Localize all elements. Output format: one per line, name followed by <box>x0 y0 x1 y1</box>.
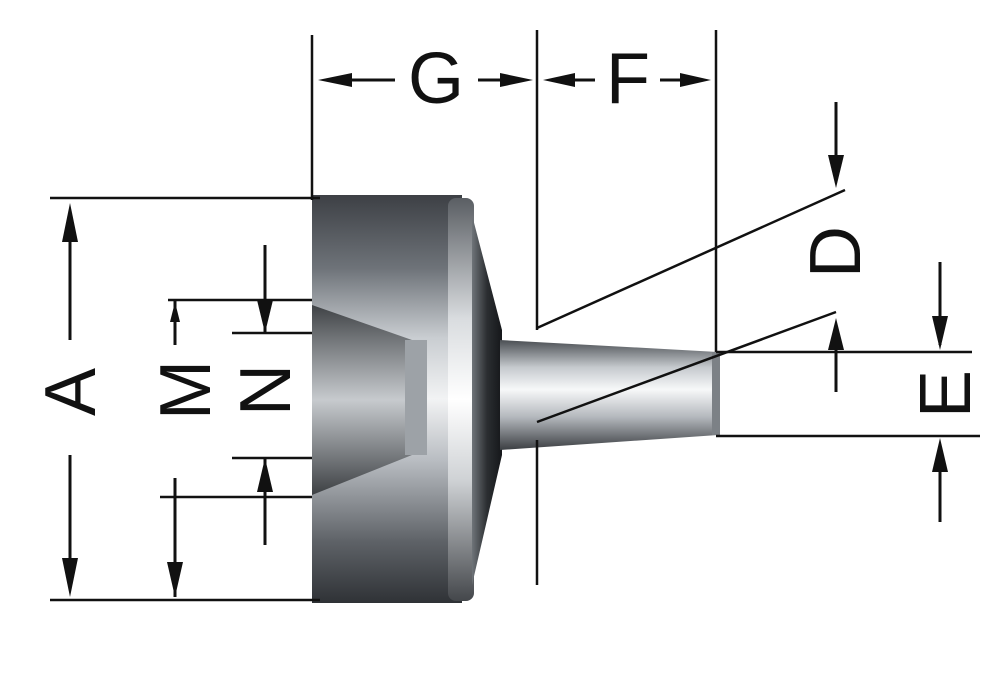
label-m: M <box>146 360 226 420</box>
flange-rim <box>448 198 474 601</box>
dim-n-arrow-top <box>257 300 273 333</box>
dim-d-arrow-top <box>828 155 844 188</box>
dimension-labels: A M N G F D E <box>31 39 986 420</box>
dim-m-arrow-bottom <box>167 562 183 597</box>
dimension-lines <box>50 30 980 602</box>
dim-a-arrow-bottom <box>62 558 78 597</box>
label-a: A <box>31 368 111 416</box>
dim-d-leader-bottom <box>536 310 837 424</box>
bore-recess <box>312 305 412 495</box>
label-g: G <box>408 39 464 119</box>
dim-a-arrow-top <box>62 203 78 242</box>
label-d: D <box>796 226 876 278</box>
label-e: E <box>906 370 986 418</box>
cone-section <box>472 215 502 585</box>
dim-f-arrow-right <box>680 73 711 87</box>
dim-m-arrow-top <box>170 302 180 322</box>
label-f: F <box>606 39 650 119</box>
dim-d-leader-top <box>536 188 846 330</box>
bore-inner <box>405 340 427 455</box>
dim-e-arrow-top <box>932 316 948 350</box>
dim-f-arrow-left <box>543 73 575 87</box>
label-n: N <box>226 364 306 416</box>
shaft-end <box>712 352 720 435</box>
dim-g-arrow-right <box>500 73 533 87</box>
dim-n-arrow-bottom <box>257 458 273 492</box>
dim-g-arrow-left <box>318 73 352 87</box>
part-illustration <box>312 195 720 603</box>
dim-e-arrow-bottom <box>932 438 948 472</box>
dim-d-arrow-bottom <box>828 318 844 350</box>
